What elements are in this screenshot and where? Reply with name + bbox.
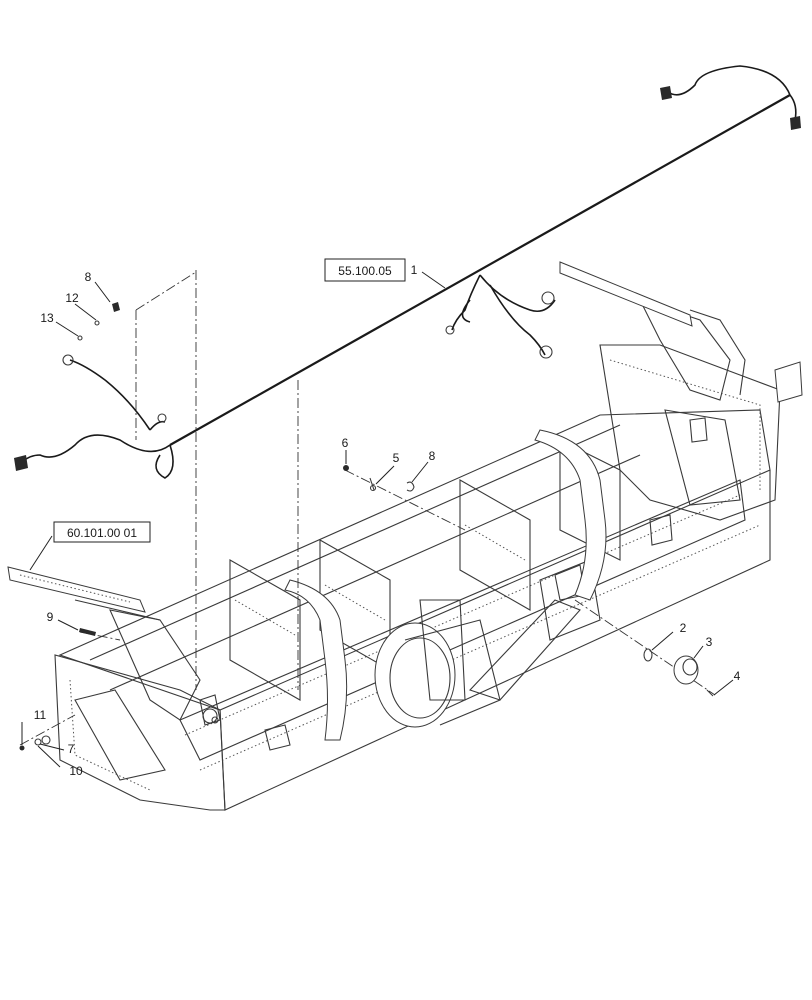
wiring-harness <box>14 65 801 479</box>
callout-number: 6 <box>342 436 349 450</box>
callout-number: 8 <box>429 449 436 463</box>
callout-number: 4 <box>734 669 741 683</box>
reference-box-60[interactable]: 60.101.00 01 <box>53 521 151 543</box>
clip-part <box>112 302 120 312</box>
callout-number: 2 <box>680 621 687 635</box>
header-frame <box>7 261 803 811</box>
callout-number: 11 <box>34 708 47 722</box>
main-harness-cable <box>169 94 791 446</box>
reference-label: 55.100.05 <box>338 264 392 278</box>
reference-label: 60.101.00 01 <box>67 526 137 540</box>
callout-number: 10 <box>69 764 83 778</box>
projection-lines <box>19 270 716 746</box>
callout-number: 7 <box>68 742 75 756</box>
callout-number: 3 <box>706 635 713 649</box>
callout-number: 13 <box>40 311 54 325</box>
callout-number: 12 <box>65 291 79 305</box>
hardware-parts <box>19 302 714 751</box>
callout-number: 1 <box>411 263 418 277</box>
reference-box-55[interactable]: 55.100.05 <box>324 258 406 282</box>
callout-number: 5 <box>393 451 400 465</box>
callout-numbers: 1 2 3 4 5 6 7 8 8 9 10 11 12 13 <box>34 263 741 778</box>
callout-number: 9 <box>47 610 54 624</box>
callout-leaders <box>21 271 734 768</box>
callout-number: 8 <box>85 270 92 284</box>
